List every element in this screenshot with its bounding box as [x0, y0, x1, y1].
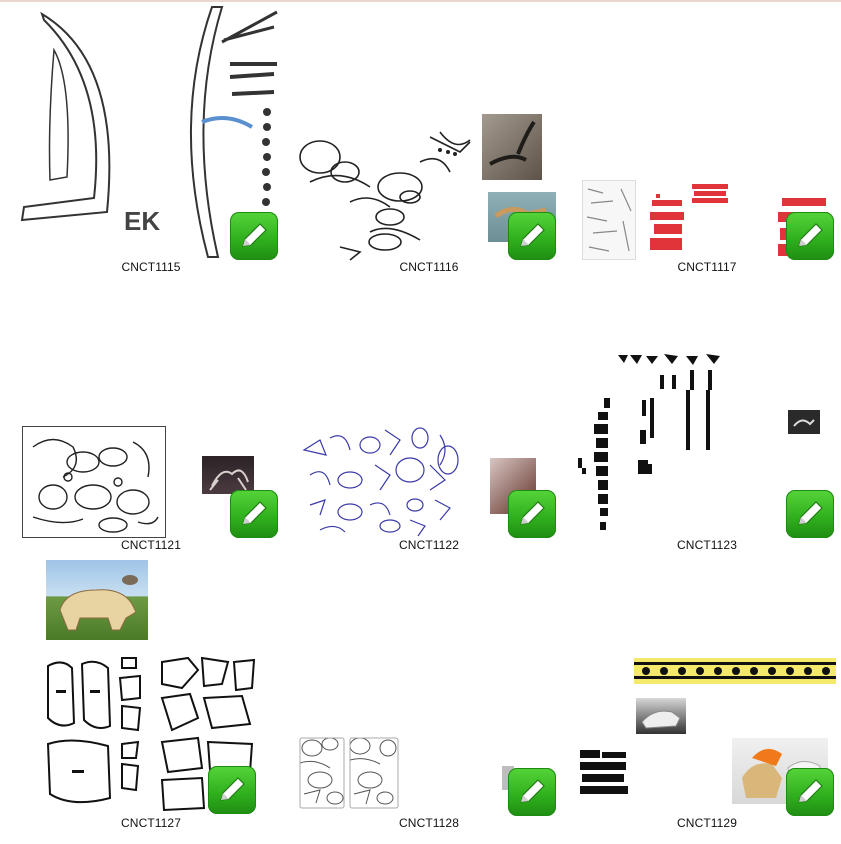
file-tile-cnct1117[interactable]: CNCT1117 [568, 2, 841, 278]
file-tile-cnct1128[interactable]: CNCT1128 [290, 558, 568, 834]
thumb-cut-sheet [22, 426, 166, 538]
drawing-blue-parts [302, 427, 459, 537]
thumbnail[interactable] [12, 558, 290, 818]
pencil-edit-icon[interactable] [786, 212, 834, 260]
window-top-border [0, 0, 841, 2]
file-tile-cnct1129[interactable]: CNCT1129 [568, 558, 841, 834]
photo-plesiosaur-model [482, 114, 542, 180]
thumb-sheet-grey [582, 180, 636, 260]
file-label: CNCT1116 [399, 260, 459, 274]
pencil-edit-icon[interactable] [508, 490, 556, 538]
file-label: CNCT1122 [399, 538, 459, 552]
file-label: CNCT1128 [399, 816, 459, 830]
pencil-edit-icon[interactable] [230, 212, 278, 260]
file-tile-cnct1121[interactable]: CNCT1121 [12, 280, 290, 556]
file-label: CNCT1127 [121, 816, 181, 830]
file-tile-cnct1115[interactable]: EK CNCT1115 [12, 2, 290, 278]
file-tile-cnct1116[interactable]: CNCT1116 [290, 2, 568, 278]
pencil-edit-icon[interactable] [230, 490, 278, 538]
drawing-plesiosaur-parts [299, 131, 471, 261]
thumb-sheet-black [578, 748, 630, 798]
thumb-sheet-red-top [692, 182, 728, 204]
drawing-light-parts [299, 737, 399, 809]
photo-tiger-model [636, 698, 686, 734]
thumb-text-ek: EK [124, 206, 160, 236]
drawing-black-parts [578, 354, 720, 530]
thumb-strip-yellow [634, 658, 836, 684]
file-tile-cnct1127[interactable]: CNCT1127 [12, 558, 290, 834]
thumbnail[interactable] [568, 558, 841, 818]
pencil-edit-icon[interactable] [786, 768, 834, 816]
pencil-edit-icon[interactable] [786, 490, 834, 538]
drawing-rhino-parts [46, 656, 256, 812]
file-label: CNCT1115 [121, 260, 181, 274]
thumbnail[interactable] [568, 2, 841, 262]
pencil-edit-icon[interactable] [208, 766, 256, 814]
thumbnail[interactable] [12, 280, 290, 540]
file-tile-cnct1123[interactable]: CNCT1123 [568, 280, 841, 556]
thumbnail[interactable] [568, 280, 841, 540]
file-label: CNCT1121 [121, 538, 181, 552]
file-label: CNCT1117 [677, 260, 737, 274]
file-label: CNCT1123 [677, 538, 737, 552]
photo-spider-model [202, 456, 254, 494]
file-label: CNCT1129 [677, 816, 737, 830]
thumbnail[interactable] [290, 280, 568, 540]
drawing-pterosaur-parts: EK [20, 6, 278, 258]
thumbnail[interactable]: EK [12, 2, 290, 262]
thumbnail[interactable] [290, 2, 568, 262]
file-tile-cnct1122[interactable]: CNCT1122 [290, 280, 568, 556]
pencil-edit-icon[interactable] [508, 212, 556, 260]
photo-rhino-model [46, 560, 148, 640]
thumbnail[interactable] [290, 558, 568, 818]
pencil-edit-icon[interactable] [508, 768, 556, 816]
thumb-sheet-red-left [648, 180, 688, 258]
photo-skeleton-model [788, 410, 820, 434]
